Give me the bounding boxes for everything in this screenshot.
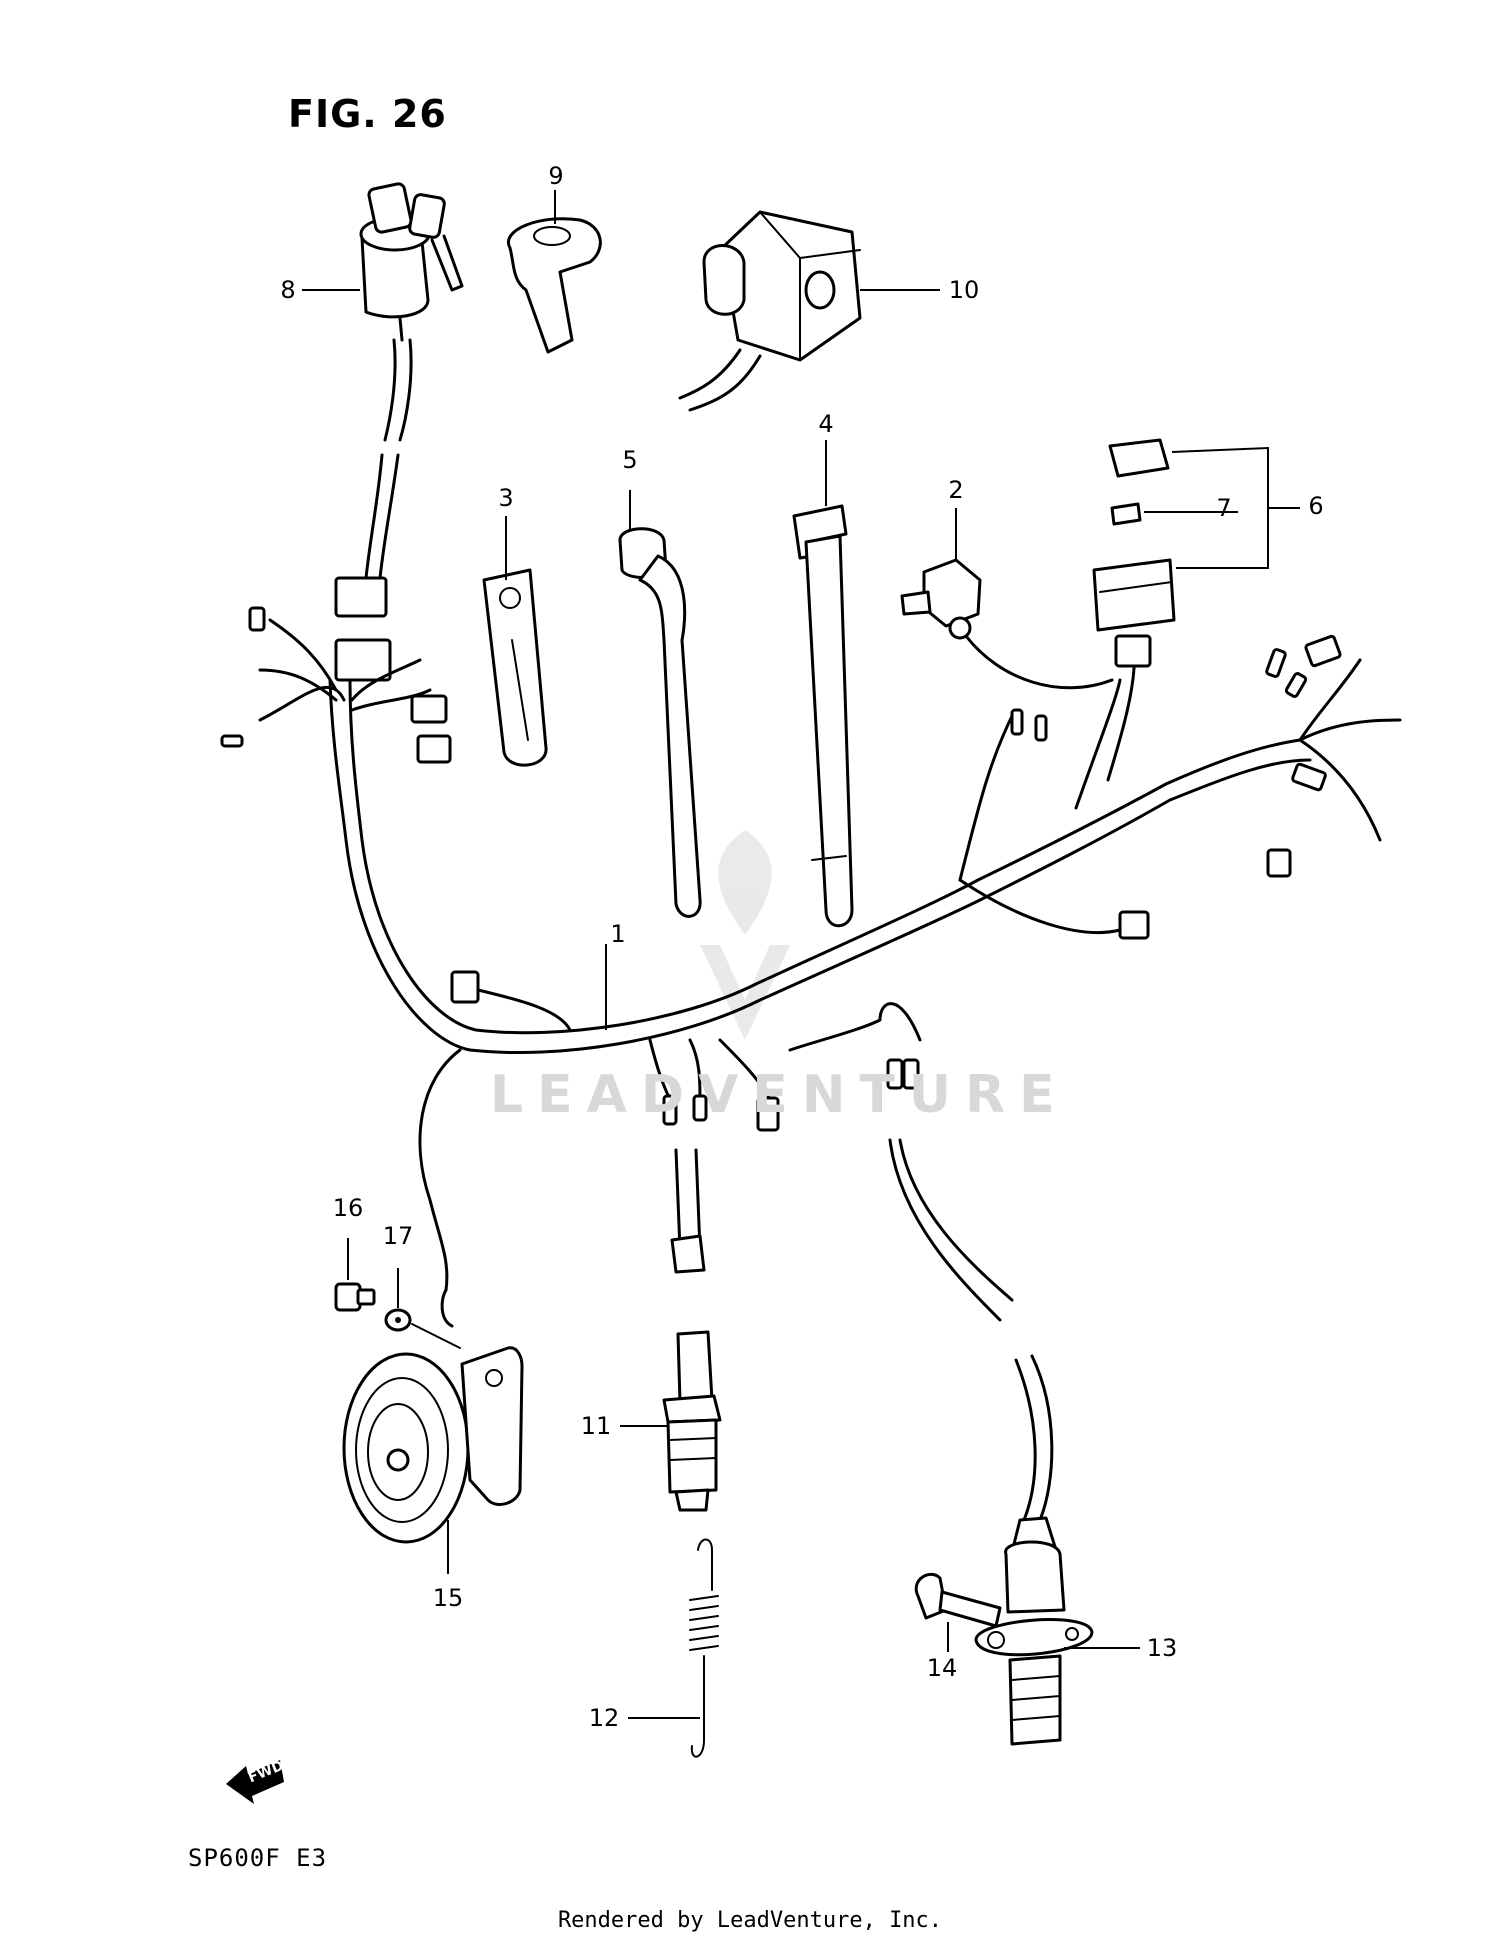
callout-17: 17 bbox=[382, 1222, 414, 1250]
callout-2: 2 bbox=[948, 476, 964, 504]
clamp bbox=[482, 568, 548, 767]
stop-switch bbox=[662, 1148, 722, 1512]
callout-4: 4 bbox=[818, 410, 834, 438]
bolt bbox=[334, 1282, 376, 1312]
watermark-logo bbox=[700, 830, 790, 1040]
leader-lines bbox=[302, 190, 1140, 1719]
callout-10: 10 bbox=[948, 276, 980, 304]
callout-5: 5 bbox=[622, 446, 638, 474]
callout-16: 16 bbox=[332, 1194, 364, 1222]
ignition-connector-female bbox=[334, 638, 392, 682]
callout-9: 9 bbox=[548, 162, 564, 190]
washer-leader bbox=[411, 1323, 461, 1349]
watermark-text: LEADVENTURE bbox=[490, 1065, 1069, 1125]
handlebar-switch bbox=[678, 210, 862, 412]
callout-11: 11 bbox=[580, 1412, 612, 1440]
relay bbox=[900, 558, 1114, 690]
ignition-switch bbox=[359, 182, 464, 342]
ignition-connector-male bbox=[334, 576, 388, 618]
callout-7: 7 bbox=[1216, 494, 1232, 522]
horn bbox=[342, 1346, 524, 1544]
model-code: SP600F E3 bbox=[188, 1844, 328, 1872]
cable-tie bbox=[792, 504, 854, 928]
footer-credit: Rendered by LeadVenture, Inc. bbox=[557, 1908, 943, 1933]
figure-title: FIG. 26 bbox=[288, 92, 447, 136]
callout-14: 14 bbox=[926, 1654, 958, 1682]
callout-3: 3 bbox=[498, 484, 514, 512]
harness-clamp bbox=[618, 527, 702, 918]
key bbox=[506, 217, 602, 354]
callout-1: 1 bbox=[610, 920, 626, 948]
washer bbox=[384, 1308, 412, 1332]
fwd-arrow bbox=[226, 1760, 284, 1804]
spring bbox=[689, 1538, 719, 1758]
neutral-switch-bolt bbox=[914, 1572, 1002, 1628]
neutral-switch bbox=[888, 1138, 1094, 1746]
starter-relay bbox=[1092, 438, 1300, 782]
callout-8: 8 bbox=[280, 276, 296, 304]
callout-6: 6 bbox=[1308, 492, 1324, 520]
ignition-wire bbox=[364, 338, 397, 580]
main-harness bbox=[220, 606, 1402, 1328]
callout-13: 13 bbox=[1146, 1634, 1178, 1662]
callout-12: 12 bbox=[588, 1704, 620, 1732]
callout-15: 15 bbox=[432, 1584, 464, 1612]
